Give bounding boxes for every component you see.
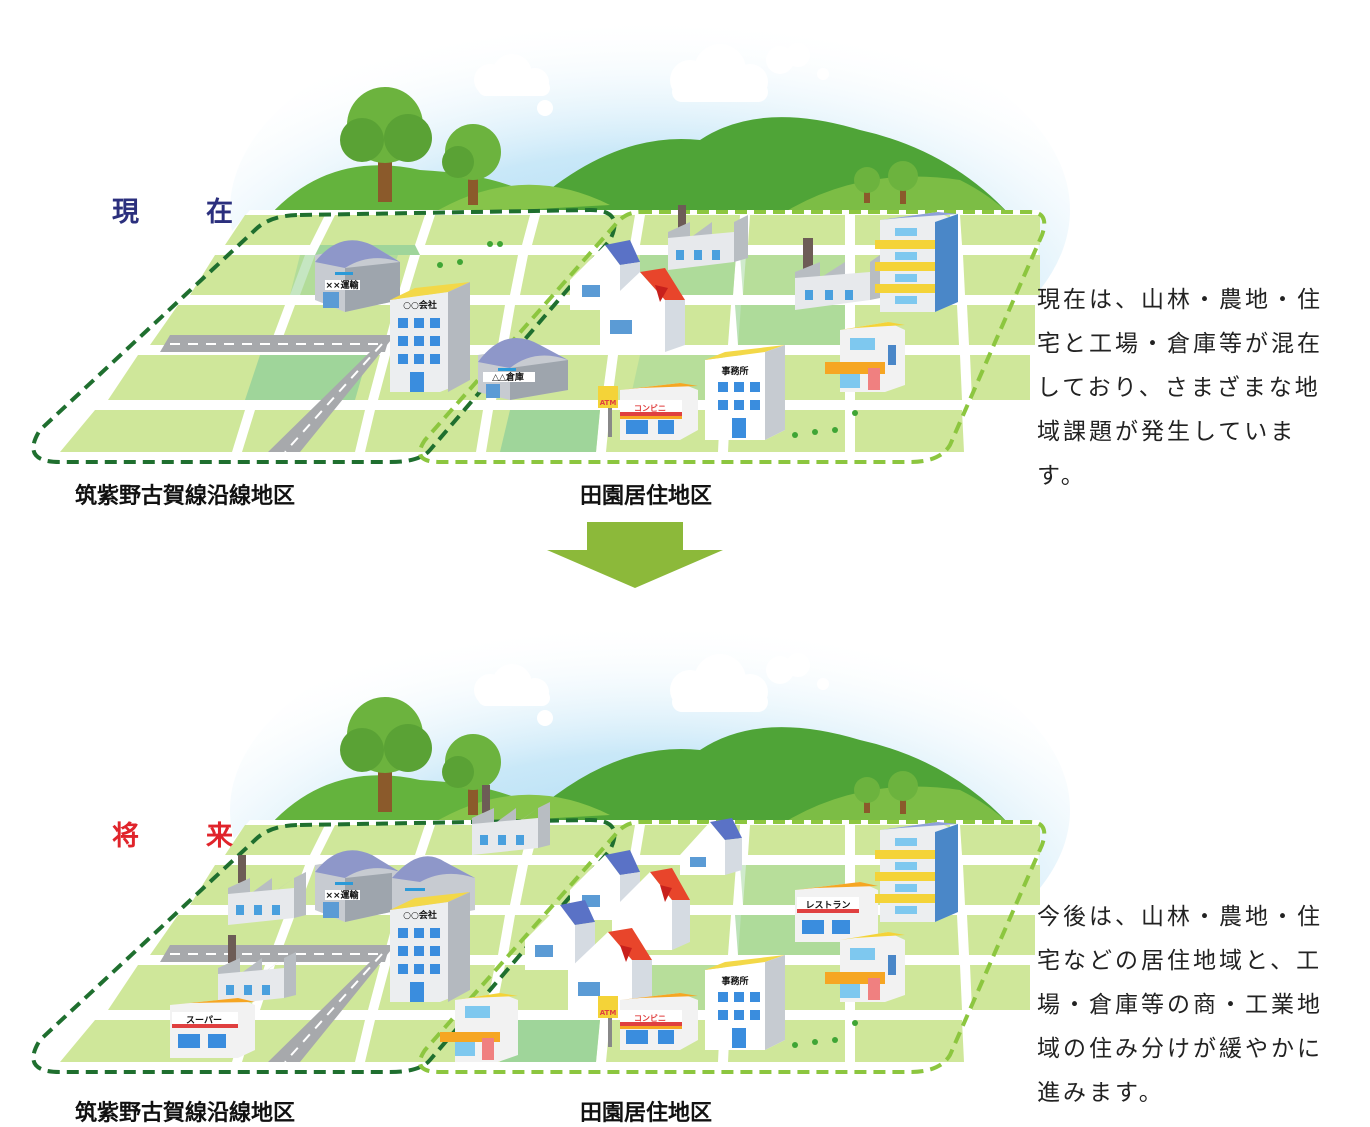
rural-residential-district-label: 田園居住地区 [580, 484, 713, 509]
tree [854, 161, 918, 204]
boundary-rural-residential-district [418, 210, 1047, 464]
current-panel: ××運輸 ○○会社 △△倉庫 [0, 0, 1370, 520]
convenience-store-building: コンビニ ATM [598, 383, 698, 440]
company-sign: ○○会社 [403, 909, 437, 921]
factory [472, 785, 550, 855]
future-section-label: 将 来 [112, 821, 253, 852]
transport-warehouse-building: ××運輸 [315, 240, 400, 312]
future-panel: ××運輸 ○○会社 スーパー [0, 610, 1370, 1126]
future-scene-illustration: ××運輸 ○○会社 スーパー [31, 610, 1070, 1074]
hill [780, 786, 1010, 825]
supermarket-sign: スーパー [186, 1014, 222, 1026]
apartment-building [875, 212, 958, 312]
office-sign: 事務所 [721, 365, 748, 377]
clouds [474, 653, 829, 726]
atm-sign: ATM [600, 1009, 617, 1017]
future-description: 今後は、山林・農地・住宅などの居住地域と、工場・倉庫等の商・工業地域の住み分けが… [1037, 904, 1323, 1106]
boundary-rural-residential-district [418, 820, 1047, 1074]
rural-residential-district-label: 田園居住地区 [580, 1101, 713, 1126]
restaurant-building: レストラン [795, 882, 878, 942]
tree [340, 697, 432, 812]
transport-warehouse-building: ××運輸 [315, 850, 400, 922]
tree [340, 87, 432, 202]
house [680, 818, 742, 875]
hill [430, 184, 610, 215]
sprouts [437, 241, 858, 438]
road [160, 945, 395, 1063]
office-sign: 事務所 [721, 975, 748, 987]
convenience-store-sign: コンビニ [634, 1013, 666, 1023]
roadside-district-label: 筑紫野古賀線沿線地区 [75, 1101, 296, 1126]
transport-company-sign: ××運輸 [325, 279, 359, 291]
clouds [474, 43, 829, 116]
storage-warehouse-building: △△倉庫 [478, 337, 568, 400]
transport-company-sign: ××運輸 [325, 889, 359, 901]
company-sign: ○○会社 [403, 299, 437, 311]
road [160, 335, 395, 453]
shop-building [825, 932, 905, 1002]
house [525, 900, 595, 970]
office-building: 事務所 [705, 345, 785, 440]
hill [780, 176, 1010, 215]
restaurant-sign: レストラン [805, 900, 850, 911]
shop-building [440, 993, 518, 1062]
atm-sign: ATM [600, 399, 617, 407]
boundary-roadside-district [31, 817, 617, 1074]
company-office-building: ○○会社 [390, 892, 470, 1002]
office-building: 事務所 [705, 955, 785, 1050]
shop-building [825, 322, 905, 392]
boundary-roadside-district [31, 207, 617, 464]
factory [218, 935, 296, 1005]
current-scene-illustration: ××運輸 ○○会社 △△倉庫 [31, 0, 1070, 464]
tree [442, 734, 501, 815]
roadside-district-label: 筑紫野古賀線沿線地区 [75, 484, 296, 509]
transition-arrow-icon [547, 522, 723, 588]
convenience-store-building: コンビニ ATM [598, 993, 698, 1050]
apartment-building [875, 822, 958, 922]
current-description: 現在は、山林・農地・住宅と工場・倉庫等が混在しており、さまざまな地域課題が発生し… [1037, 287, 1323, 489]
storage-company-sign: △△倉庫 [492, 371, 524, 383]
current-section-label: 現 在 [112, 197, 253, 228]
company-office-building: ○○会社 [390, 282, 470, 392]
convenience-store-sign: コンビニ [634, 403, 666, 413]
factory [668, 205, 748, 270]
tree [442, 124, 501, 205]
sprouts [792, 1020, 858, 1048]
factory [228, 855, 306, 925]
house [600, 268, 685, 352]
tree [854, 771, 918, 814]
supermarket-building: スーパー [170, 998, 255, 1058]
factory [795, 238, 880, 310]
